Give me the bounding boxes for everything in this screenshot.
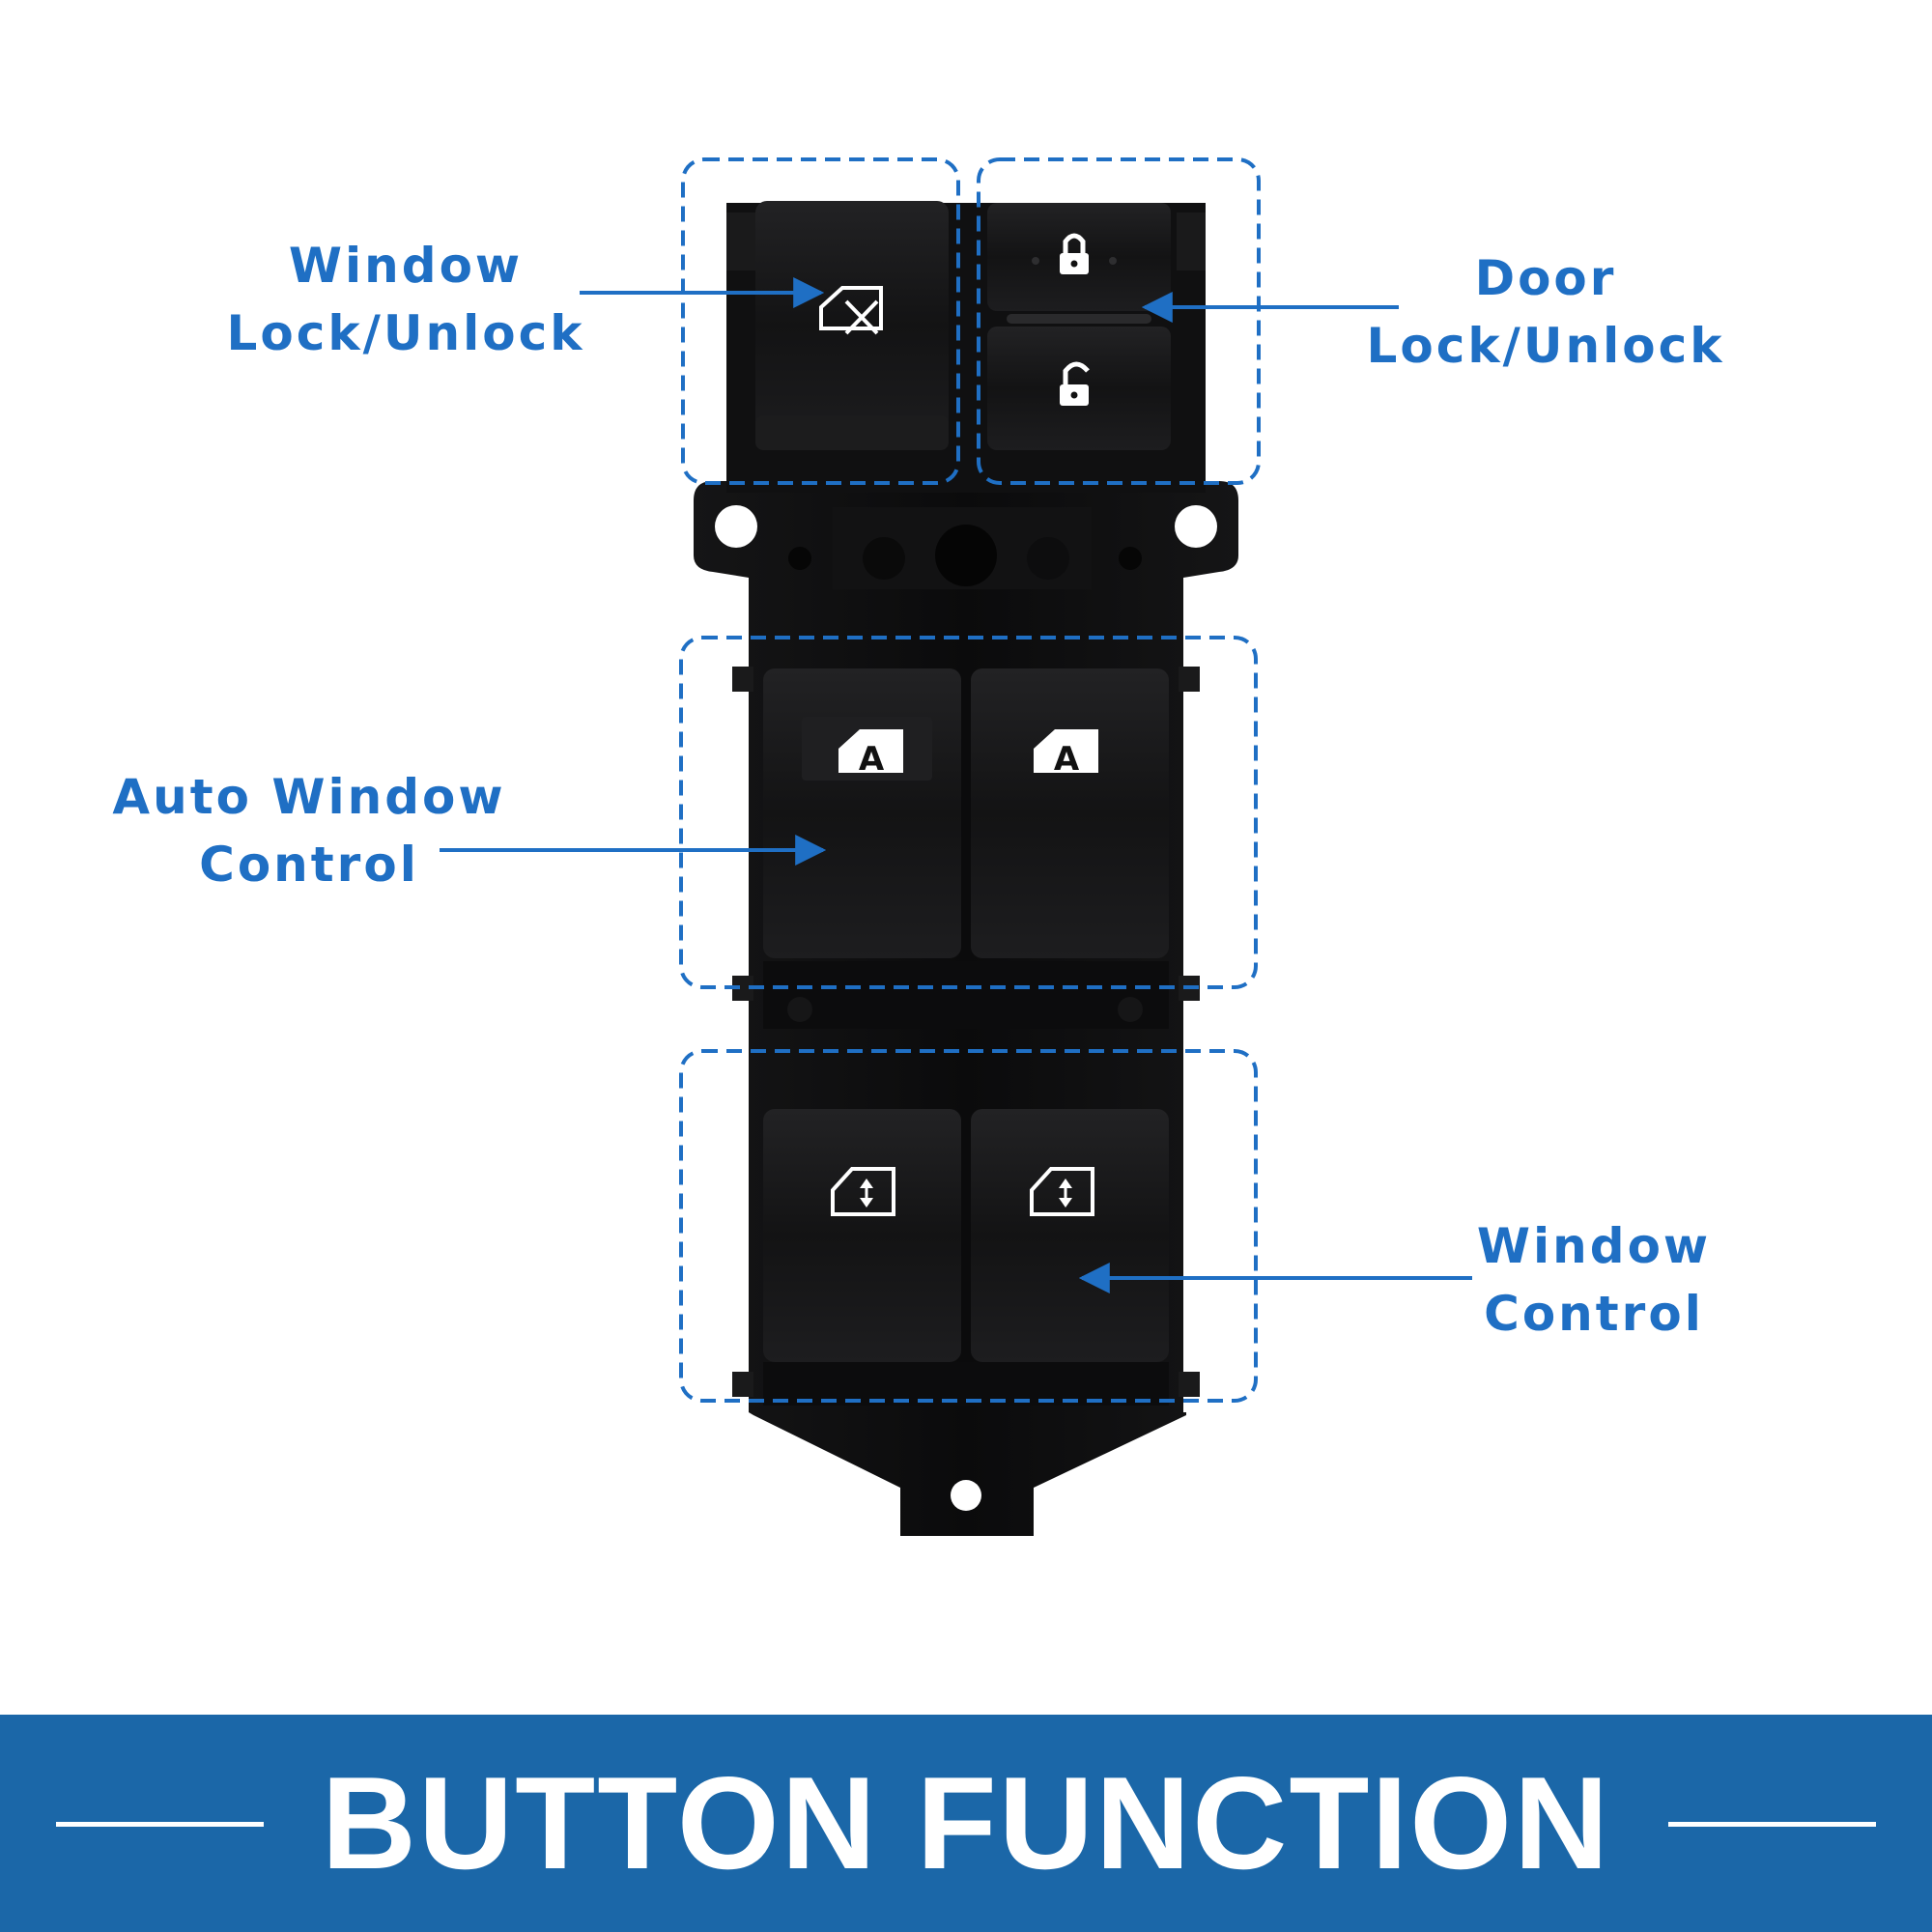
window-control-label-line1: Window — [1476, 1218, 1712, 1274]
door-lock-highlight — [977, 157, 1261, 485]
padlock-open-icon — [1060, 361, 1090, 406]
svg-text:A: A — [859, 740, 885, 779]
window-switch-diagram: A A — [440, 157, 1472, 1536]
auto-window-icon: A — [1034, 729, 1098, 779]
auto-window-label: Auto Window Control — [111, 763, 507, 898]
padlock-closed-icon — [1032, 233, 1117, 274]
window-control-highlight — [679, 1049, 1258, 1403]
window-control-button-left[interactable] — [763, 1109, 961, 1362]
auto-window-label-line1: Auto Window — [112, 769, 506, 825]
window-control-label-line2: Control — [1484, 1286, 1704, 1342]
window-control-label: Window Control — [1391, 1212, 1797, 1348]
highlight-boxes — [679, 157, 1261, 1403]
window-control-button-right[interactable] — [971, 1109, 1169, 1362]
window-lock-label-line1: Window — [288, 238, 524, 294]
window-updown-icon — [1030, 1167, 1094, 1216]
banner-rule-left — [56, 1822, 264, 1827]
banner-rule-right — [1668, 1822, 1876, 1827]
auto-window-highlight — [679, 636, 1258, 989]
window-updown-icon — [831, 1167, 895, 1216]
auto-window-icon: A — [838, 729, 903, 779]
window-lock-label: Window Lock/Unlock — [213, 232, 599, 367]
auto-window-button-left[interactable] — [763, 668, 961, 958]
auto-window-label-line2: Control — [199, 837, 419, 893]
window-lock-icon — [819, 286, 883, 335]
door-lock-label-line1: Door — [1474, 250, 1617, 306]
door-lock-label-line2: Lock/Unlock — [1366, 318, 1725, 374]
door-lock-label: Door Lock/Unlock — [1352, 244, 1739, 380]
svg-text:A: A — [1054, 740, 1080, 779]
title-banner: BUTTON FUNCTION — [0, 1715, 1932, 1932]
callout-arrows — [440, 277, 1472, 1293]
window-lock-label-line2: Lock/Unlock — [226, 305, 585, 361]
banner-title: BUTTON FUNCTION — [321, 1749, 1611, 1896]
auto-window-button-right[interactable] — [971, 668, 1169, 958]
